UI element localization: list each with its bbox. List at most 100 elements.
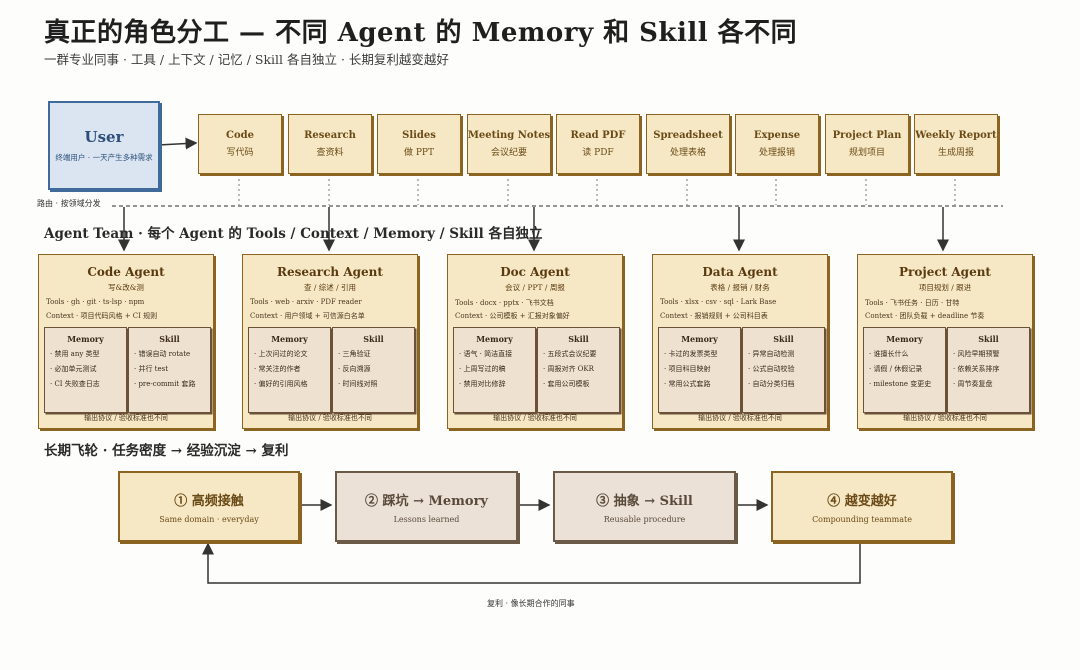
agent-footer: 输出协议 / 验收标准也不同: [698, 414, 782, 422]
memory-item: · 禁用对比修辞: [459, 380, 506, 388]
task-subtitle: 规划项目: [848, 148, 885, 158]
step-subtitle: Compounding teammate: [812, 514, 912, 524]
flywheel-heading: 长期飞轮 · 任务密度 → 经验沉淀 → 复利: [44, 443, 289, 459]
task-meeting-notes: Meeting Notes 会议纪要: [467, 114, 551, 174]
agent-context: Context · 团队负载 + deadline 节奏: [865, 312, 985, 320]
agent-name: Doc Agent: [500, 265, 570, 279]
skill-item: · 风险早期预警: [953, 350, 1000, 358]
page-title: 真正的角色分工 — 不同 Agent 的 Memory 和 Skill 各不同: [44, 18, 798, 48]
agent-card-research: Research Agent 查 / 综述 / 引用 Tools · web ·…: [242, 254, 418, 429]
task-title: Meeting Notes: [467, 130, 551, 141]
user-subtitle: 终端用户 · 一天产生多种需求: [55, 153, 153, 162]
agent-card-doc: Doc Agent 会议 / PPT / 周报 Tools · docx · p…: [447, 254, 623, 429]
task-subtitle: 生成周报: [937, 148, 974, 158]
skill-box: Skill · 错误自动 rotate · 并行 test · pre-comm…: [128, 327, 211, 413]
task-subtitle: 会议纪要: [490, 148, 527, 158]
memory-item: · 项目科目映射: [664, 365, 711, 373]
flywheel-step-compounding: ④ 越变越好 Compounding teammate: [771, 471, 953, 542]
skill-box: Skill · 风险早期预警 · 依赖关系排序 · 周节奏复盘: [947, 327, 1030, 413]
agent-name: Project Agent: [899, 265, 991, 279]
agent-footer: 输出协议 / 验收标准也不同: [903, 414, 987, 422]
skill-item: · 自动分类归档: [748, 380, 795, 388]
skill-heading: Skill: [978, 334, 999, 344]
step-subtitle: Reusable procedure: [603, 514, 686, 524]
agent-subtitle: 表格 / 报销 / 财务: [710, 283, 770, 292]
user-title: User: [84, 128, 124, 146]
flywheel-step-frequent-contact: ① 高频接触 Same domain · everyday: [118, 471, 300, 542]
skill-item: · 依赖关系排序: [953, 365, 1000, 373]
memory-item: · 常关注的作者: [254, 365, 301, 373]
skill-item: · 周报对齐 OKR: [543, 365, 594, 373]
task-subtitle: 读 PDF: [582, 148, 614, 158]
memory-item: · 语气 · 简洁直接: [459, 350, 513, 358]
agent-context: Context · 项目代码风格 + CI 规则: [46, 312, 158, 320]
memory-item: · milestone 变更史: [869, 380, 932, 388]
task-title: Project Plan: [832, 130, 902, 141]
memory-item: · 偏好的引用风格: [254, 380, 308, 388]
agent-card-code: Code Agent 写&改&测 Tools · gh · git · ts-l…: [38, 254, 214, 429]
step-title: ④ 越变越好: [827, 493, 897, 509]
memory-heading: Memory: [476, 334, 513, 344]
loop-label: 复利 · 像长期合作的同事: [487, 599, 575, 608]
memory-box: Memory · 卡过的发票类型 · 项目科目映射 · 常用公式套路: [658, 327, 741, 413]
memory-item: · 上周写过的稿: [459, 365, 506, 373]
task-subtitle: 处理表格: [669, 148, 706, 158]
memory-box: Memory · 谁擅长什么 · 请假 / 休假记录 · milestone 变…: [863, 327, 946, 413]
agent-card-project: Project Agent 项目规划 / 跟进 Tools · 飞书任务 · 日…: [857, 254, 1033, 429]
skill-box: Skill · 异常自动检测 · 公式自动校验 · 自动分类归档: [742, 327, 825, 413]
skill-item: · 错误自动 rotate: [134, 350, 191, 358]
memory-heading: Memory: [67, 334, 104, 344]
memory-heading: Memory: [681, 334, 718, 344]
agent-subtitle: 项目规划 / 跟进: [918, 283, 972, 292]
agent-name: Research Agent: [277, 265, 383, 279]
skill-item: · 套用公司模板: [543, 380, 590, 388]
task-subtitle: 写代码: [226, 148, 254, 158]
step-subtitle: Lessons learned: [393, 514, 460, 524]
memory-box: Memory · 语气 · 简洁直接 · 上周写过的稿 · 禁用对比修辞: [453, 327, 536, 413]
agent-context: Context · 报销规则 + 公司科目表: [660, 312, 768, 320]
agent-card-data: Data Agent 表格 / 报销 / 财务 Tools · xlsx · c…: [652, 254, 828, 429]
task-title: Research: [304, 130, 356, 141]
task-subtitle: 查资料: [316, 148, 344, 158]
skill-item: · 三角验证: [338, 350, 371, 358]
memory-item: · 禁用 any 类型: [50, 350, 100, 358]
task-title: Weekly Report: [915, 130, 997, 141]
skill-heading: Skill: [568, 334, 589, 344]
agent-tools: Tools · gh · git · ts-lsp · npm: [46, 298, 145, 306]
skill-item: · 反向溯源: [338, 365, 371, 373]
task-expense: Expense 处理报销: [735, 114, 819, 174]
task-subtitle: 处理报销: [758, 148, 795, 158]
memory-item: · 卡过的发票类型: [664, 350, 718, 358]
skill-box: Skill · 三角验证 · 反向溯源 · 时间线对照: [332, 327, 415, 413]
task-research: Research 查资料: [288, 114, 372, 174]
memory-item: · 上次问过的论文: [254, 350, 308, 358]
task-read-pdf: Read PDF 读 PDF: [556, 114, 640, 174]
skill-heading: Skill: [363, 334, 384, 344]
user-to-tasks-arrow: [157, 137, 198, 150]
agent-tools: Tools · xlsx · csv · sql · Lark Base: [660, 298, 777, 306]
memory-item: · 必加单元测试: [50, 365, 97, 373]
memory-item: · 常用公式套路: [664, 380, 711, 388]
skill-item: · pre-commit 套路: [134, 380, 196, 388]
agent-footer: 输出协议 / 验收标准也不同: [493, 414, 577, 422]
agent-name: Data Agent: [702, 265, 778, 279]
step-title: ③ 抽象 → Skill: [596, 493, 693, 509]
task-title: Spreadsheet: [653, 130, 723, 141]
task-weekly-report: Weekly Report 生成周报: [914, 114, 998, 174]
task-title: Code: [226, 130, 254, 141]
loop-arrow: [202, 540, 861, 584]
agent-footer: 输出协议 / 验收标准也不同: [84, 414, 168, 422]
page-subtitle: 一群专业同事 · 工具 / 上下文 / 记忆 / Skill 各自独立 · 长期…: [44, 52, 449, 67]
flywheel-step-memory: ② 踩坑 → Memory Lessons learned: [335, 471, 518, 542]
skill-item: · 异常自动检测: [748, 350, 795, 358]
agent-tools: Tools · web · arxiv · PDF reader: [250, 298, 362, 306]
skill-box: Skill · 五段式会议纪要 · 周报对齐 OKR · 套用公司模板: [537, 327, 620, 413]
task-code: Code 写代码: [198, 114, 282, 174]
memory-box: Memory · 禁用 any 类型 · 必加单元测试 · CI 失败查日志: [44, 327, 127, 413]
skill-item: · 周节奏复盘: [953, 380, 993, 388]
step-title: ② 踩坑 → Memory: [365, 493, 488, 509]
task-subtitle: 做 PPT: [404, 148, 434, 158]
task-title: Read PDF: [570, 130, 626, 141]
skill-item: · 五段式会议纪要: [543, 350, 597, 358]
